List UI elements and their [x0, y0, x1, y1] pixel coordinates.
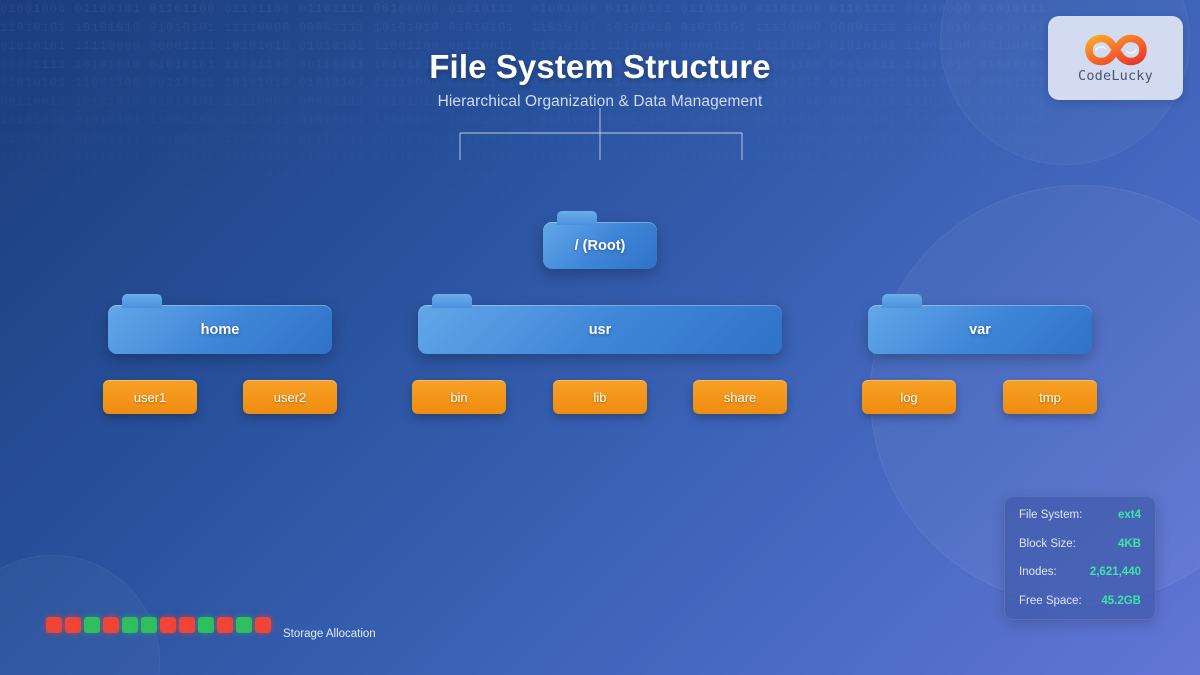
storage-block-6: [141, 617, 157, 633]
storage-block-8: [179, 617, 195, 633]
leaf-user1-label: user1: [133, 389, 167, 405]
header: File System Structure Hierarchical Organ…: [0, 48, 1200, 111]
storage-block-10: [217, 617, 233, 633]
page-subtitle: Hierarchical Organization & Data Managem…: [437, 93, 763, 110]
folder-usr[interactable]: usr: [418, 294, 782, 354]
info-key-filesystem: File System:: [1019, 509, 1083, 521]
logo-wordmark: CodeLucky: [1078, 67, 1153, 84]
info-value-filesystem: ext4: [1117, 509, 1141, 521]
folder-var[interactable]: var: [868, 294, 1092, 354]
folder-home[interactable]: home: [108, 294, 332, 354]
filesystem-info-panel: File System: ext4 Block Size: 4KB Inodes…: [1004, 496, 1156, 620]
info-row: Block Size: 4KB: [1019, 538, 1141, 550]
leaf-log[interactable]: log: [862, 380, 956, 414]
storage-allocation: Storage Allocation: [46, 610, 376, 640]
folder-root[interactable]: / (Root): [543, 211, 657, 269]
storage-block-12: [255, 617, 271, 633]
tree-connector-bracket: [459, 108, 743, 160]
folder-home-label: home: [200, 321, 240, 338]
info-value-freespace: 45.2GB: [1101, 594, 1141, 607]
storage-allocation-label: Storage Allocation: [283, 628, 376, 640]
info-row: File System: ext4: [1019, 509, 1141, 521]
leaf-bin-label: bin: [450, 389, 468, 405]
leaf-log-label: log: [900, 389, 918, 405]
info-row: Free Space: 45.2GB: [1019, 595, 1141, 607]
info-value-inodes: 2,621,440: [1089, 566, 1141, 579]
info-row: Inodes: 2,621,440: [1019, 566, 1141, 578]
leaf-share-label: share: [723, 389, 757, 405]
storage-block-3: [84, 617, 100, 633]
brand-logo-card: CodeLucky: [1048, 16, 1183, 100]
leaf-lib-label: lib: [593, 389, 607, 405]
info-key-freespace: Free Space:: [1019, 594, 1082, 607]
binary-background-pattern: 01001000 01100101 01101100 01101100 0110…: [0, 2, 1046, 220]
page-title: File System Structure: [429, 48, 771, 85]
leaf-share[interactable]: share: [693, 380, 787, 414]
infinity-icon: [1084, 34, 1147, 65]
storage-block-strip: [46, 617, 271, 633]
folder-var-label: var: [969, 321, 991, 338]
leaf-user2[interactable]: user2: [243, 380, 337, 414]
storage-block-2: [65, 617, 81, 633]
leaf-user1[interactable]: user1: [103, 380, 197, 414]
info-key-blocksize: Block Size:: [1019, 537, 1076, 550]
leaf-tmp[interactable]: tmp: [1003, 380, 1097, 414]
storage-block-9: [198, 617, 214, 633]
leaf-user2-label: user2: [273, 389, 307, 405]
folder-usr-label: usr: [588, 321, 612, 338]
folder-root-label: / (Root): [574, 237, 626, 254]
leaf-tmp-label: tmp: [1039, 389, 1061, 405]
leaf-lib[interactable]: lib: [553, 380, 647, 414]
storage-block-5: [122, 617, 138, 633]
info-key-inodes: Inodes:: [1019, 566, 1057, 579]
storage-block-7: [160, 617, 176, 633]
storage-block-1: [46, 617, 62, 633]
leaf-bin[interactable]: bin: [412, 380, 506, 414]
storage-block-11: [236, 617, 252, 633]
info-value-blocksize: 4KB: [1117, 537, 1141, 550]
storage-block-4: [103, 617, 119, 633]
